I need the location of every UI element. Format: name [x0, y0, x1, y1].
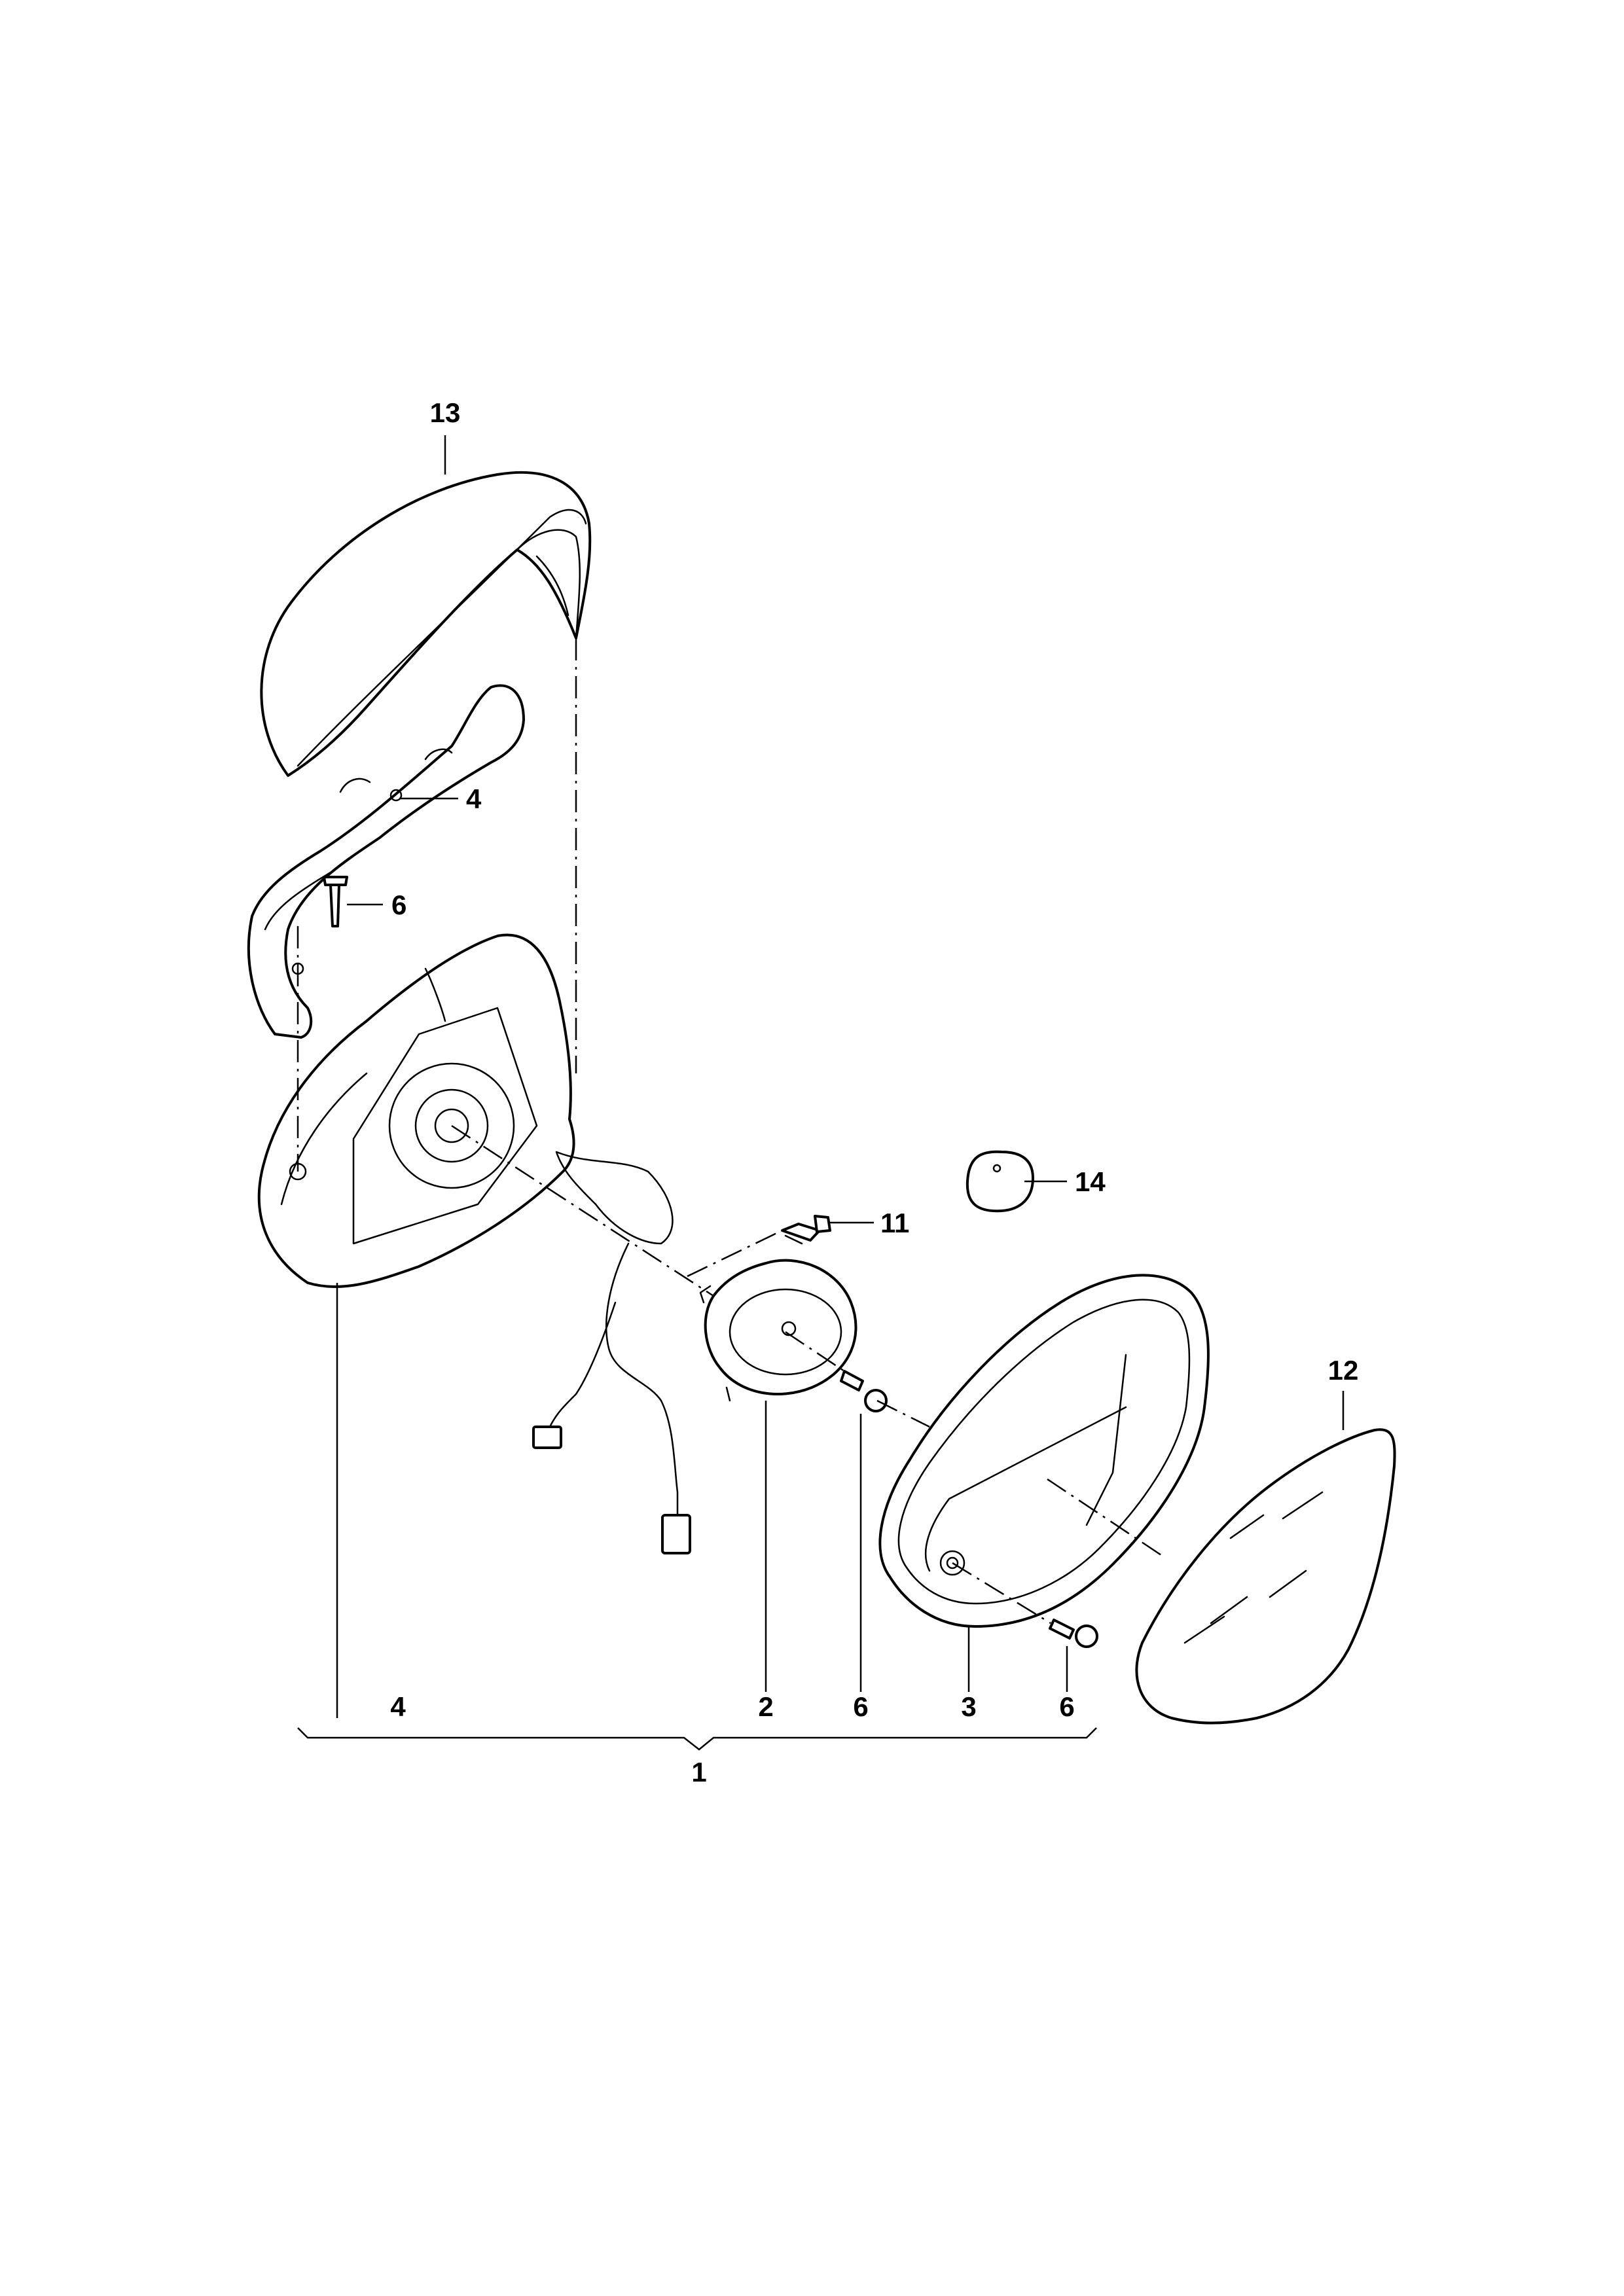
callout-6-mid: 6 — [853, 1691, 868, 1722]
screw-trim — [323, 876, 348, 927]
leader-lines — [336, 435, 1344, 1718]
callout-3: 3 — [961, 1691, 976, 1722]
callout-6-trim: 6 — [391, 889, 406, 920]
callout-2: 2 — [758, 1691, 773, 1722]
callout-14: 14 — [1075, 1166, 1106, 1197]
assembly-centerlines — [297, 638, 1166, 1624]
mirror-cover-cap — [260, 471, 592, 777]
adhesive-pad — [965, 1150, 1034, 1213]
mirror-glass — [1135, 1428, 1396, 1725]
callout-labels: 13 4 6 11 14 12 4 2 6 3 6 1 — [390, 397, 1358, 1787]
callout-4-trim: 4 — [466, 783, 482, 814]
wiring-harness — [532, 1242, 691, 1554]
callout-13: 13 — [430, 397, 461, 428]
mirror-glass-holder — [878, 1274, 1210, 1628]
screw-glass-holder — [1049, 1619, 1098, 1648]
screw-motor — [840, 1370, 888, 1412]
callout-6-right: 6 — [1059, 1691, 1074, 1722]
callout-11: 11 — [880, 1208, 909, 1238]
bolt — [781, 1215, 831, 1245]
callout-4-bottom: 4 — [390, 1691, 406, 1722]
mirror-housing-assembly — [257, 933, 674, 1288]
callout-12: 12 — [1328, 1355, 1359, 1386]
callout-1: 1 — [691, 1757, 706, 1787]
assembly-bracket — [297, 1727, 1097, 1751]
adjustment-motor — [699, 1259, 857, 1402]
